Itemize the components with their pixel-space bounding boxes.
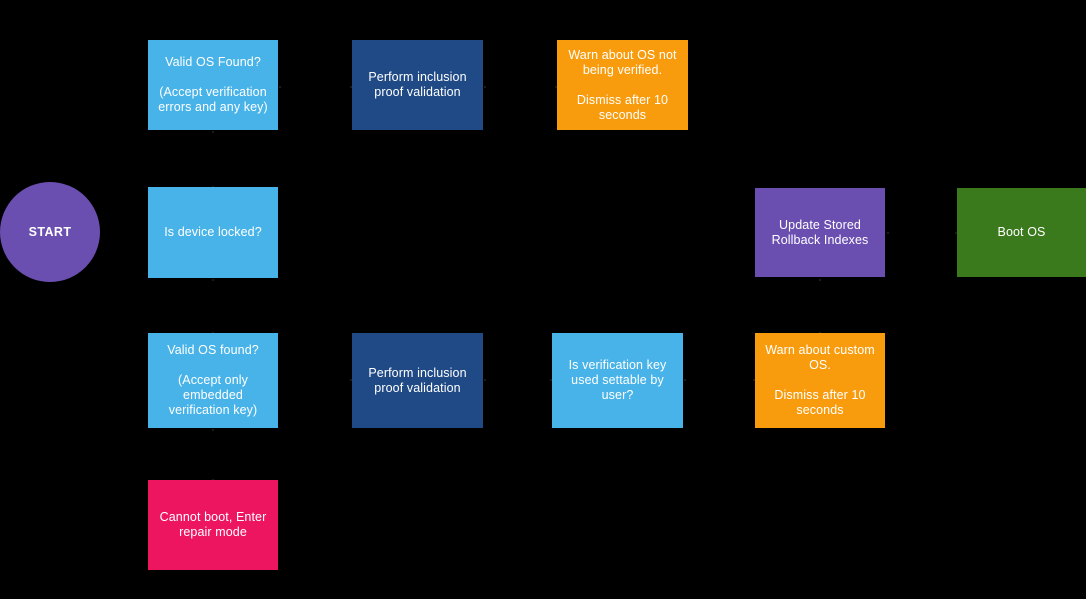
- stub-verif-key-left: [550, 379, 552, 381]
- node-text-line: Is device locked?: [164, 225, 262, 239]
- node-text-line: Cannot boot, Enter repair mode: [159, 510, 267, 539]
- node-text-line: Is verification key used settable by use…: [568, 358, 667, 402]
- node-text-line: Dismiss after 10 seconds: [774, 388, 866, 417]
- stub-verif-key-right: [684, 379, 686, 381]
- node-text-line: (Accept verification errors and any key): [158, 85, 268, 114]
- boot-os-node[interactable]: Boot OS: [957, 188, 1086, 277]
- node-text-line: START: [28, 224, 72, 239]
- stub-boot-os-left: [955, 232, 957, 234]
- perform-inclusion-proof-validation-bottom-node[interactable]: Perform inclusion proof validation: [352, 333, 483, 428]
- cannot-boot-enter-repair-mode-node[interactable]: Cannot boot, Enter repair mode: [148, 480, 278, 570]
- node-text-line: Dismiss after 10 seconds: [576, 92, 669, 122]
- valid-os-found-embedded-key-node[interactable]: Valid OS found? (Accept only embedded ver…: [148, 333, 278, 428]
- start-terminator[interactable]: START: [0, 182, 100, 282]
- warn-os-not-being-verified-node[interactable]: Warn about OS not being verified. Dismiss…: [557, 40, 688, 130]
- stub-warn-custom-left: [753, 379, 755, 381]
- stub-is-device-locked-right: [279, 86, 281, 88]
- stub-inclusion-bottom-left: [350, 379, 352, 381]
- stub-update-rollback-bottom: [819, 279, 821, 281]
- warn-about-custom-os-node[interactable]: Warn about custom OS. Dismiss after 10 se…: [755, 333, 885, 428]
- node-text-line: (Accept only embedded verification key): [168, 373, 258, 417]
- stub-warn-os-left: [555, 86, 557, 88]
- node-text-line: Perform inclusion proof validation: [368, 365, 467, 395]
- is-verification-key-settable-node[interactable]: Is verification key used settable by use…: [552, 333, 683, 428]
- node-text-line: Valid OS Found?: [165, 55, 261, 69]
- valid-os-found-any-key-node[interactable]: Valid OS Found? (Accept verification erro…: [148, 40, 278, 130]
- node-text-line: Valid OS found?: [167, 343, 259, 357]
- update-stored-rollback-indexes-node[interactable]: Update Stored Rollback Indexes: [755, 188, 885, 277]
- stub-update-rollback-right: [887, 232, 889, 234]
- stub-valid-os-bottom-bottom: [212, 429, 214, 431]
- perform-inclusion-proof-validation-top-node[interactable]: Perform inclusion proof validation: [352, 40, 483, 130]
- node-text-line: Boot OS: [997, 225, 1046, 239]
- stub-inclusion-bottom-right: [484, 379, 486, 381]
- node-text-line: Update Stored Rollback Indexes: [771, 217, 869, 247]
- is-device-locked-node[interactable]: Is device locked?: [148, 187, 278, 278]
- node-text-line: Warn about OS not being verified.: [568, 47, 677, 77]
- stub-is-device-locked-bottom: [212, 279, 214, 281]
- stub-inclusion-proof-top-right: [484, 86, 486, 88]
- stub-inclusion-proof-top-left: [350, 86, 352, 88]
- stub-valid-os-top-bottom: [212, 131, 214, 133]
- node-text-line: Warn about custom OS.: [765, 343, 875, 372]
- node-text-line: Perform inclusion proof validation: [368, 70, 467, 99]
